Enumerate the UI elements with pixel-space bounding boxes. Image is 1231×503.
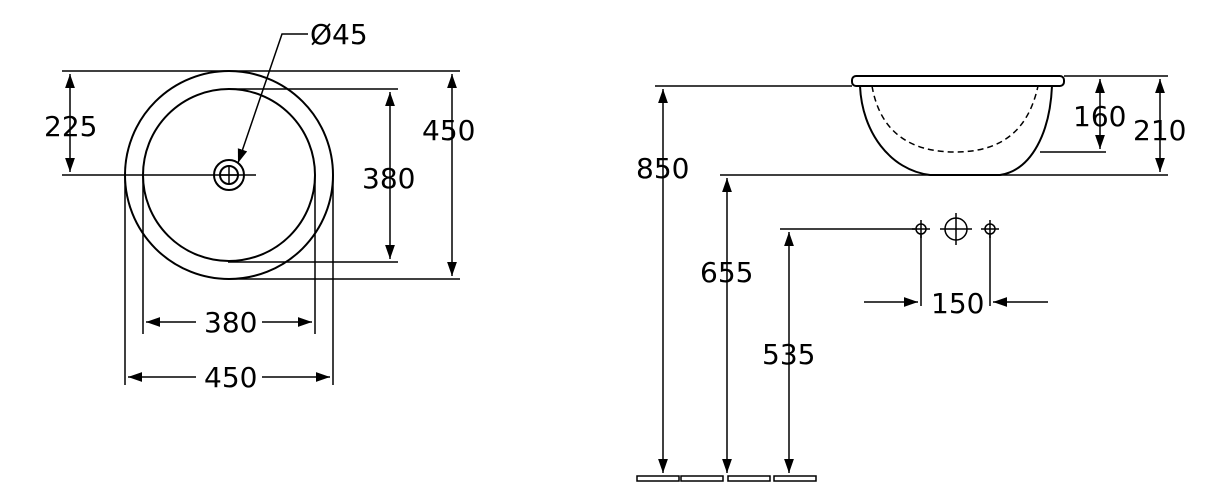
top-view <box>62 33 460 385</box>
basin-bowl-profile <box>859 85 1053 176</box>
label-tap-height: 535 <box>762 338 815 371</box>
leader-drain <box>237 33 308 164</box>
label-drain-diameter: Ø45 <box>310 18 368 51</box>
label-tap-spacing: 150 <box>931 287 984 320</box>
label-outer-height: 450 <box>422 114 475 147</box>
label-bowl-bottom-height: 655 <box>700 256 753 289</box>
label-total-depth: 210 <box>1133 114 1186 147</box>
floor-line <box>636 475 817 482</box>
side-view <box>636 75 1168 482</box>
label-inner-width: 380 <box>204 306 257 339</box>
label-inner-height: 380 <box>362 162 415 195</box>
label-basin-depth: 160 <box>1073 100 1126 133</box>
basin-inner-dashed <box>871 85 1039 153</box>
basin-rim-profile <box>851 75 1065 87</box>
label-counter-height: 850 <box>636 152 689 185</box>
label-drain-offset: 225 <box>44 110 97 143</box>
tap-hole-center <box>940 213 972 245</box>
label-outer-width: 450 <box>204 361 257 394</box>
